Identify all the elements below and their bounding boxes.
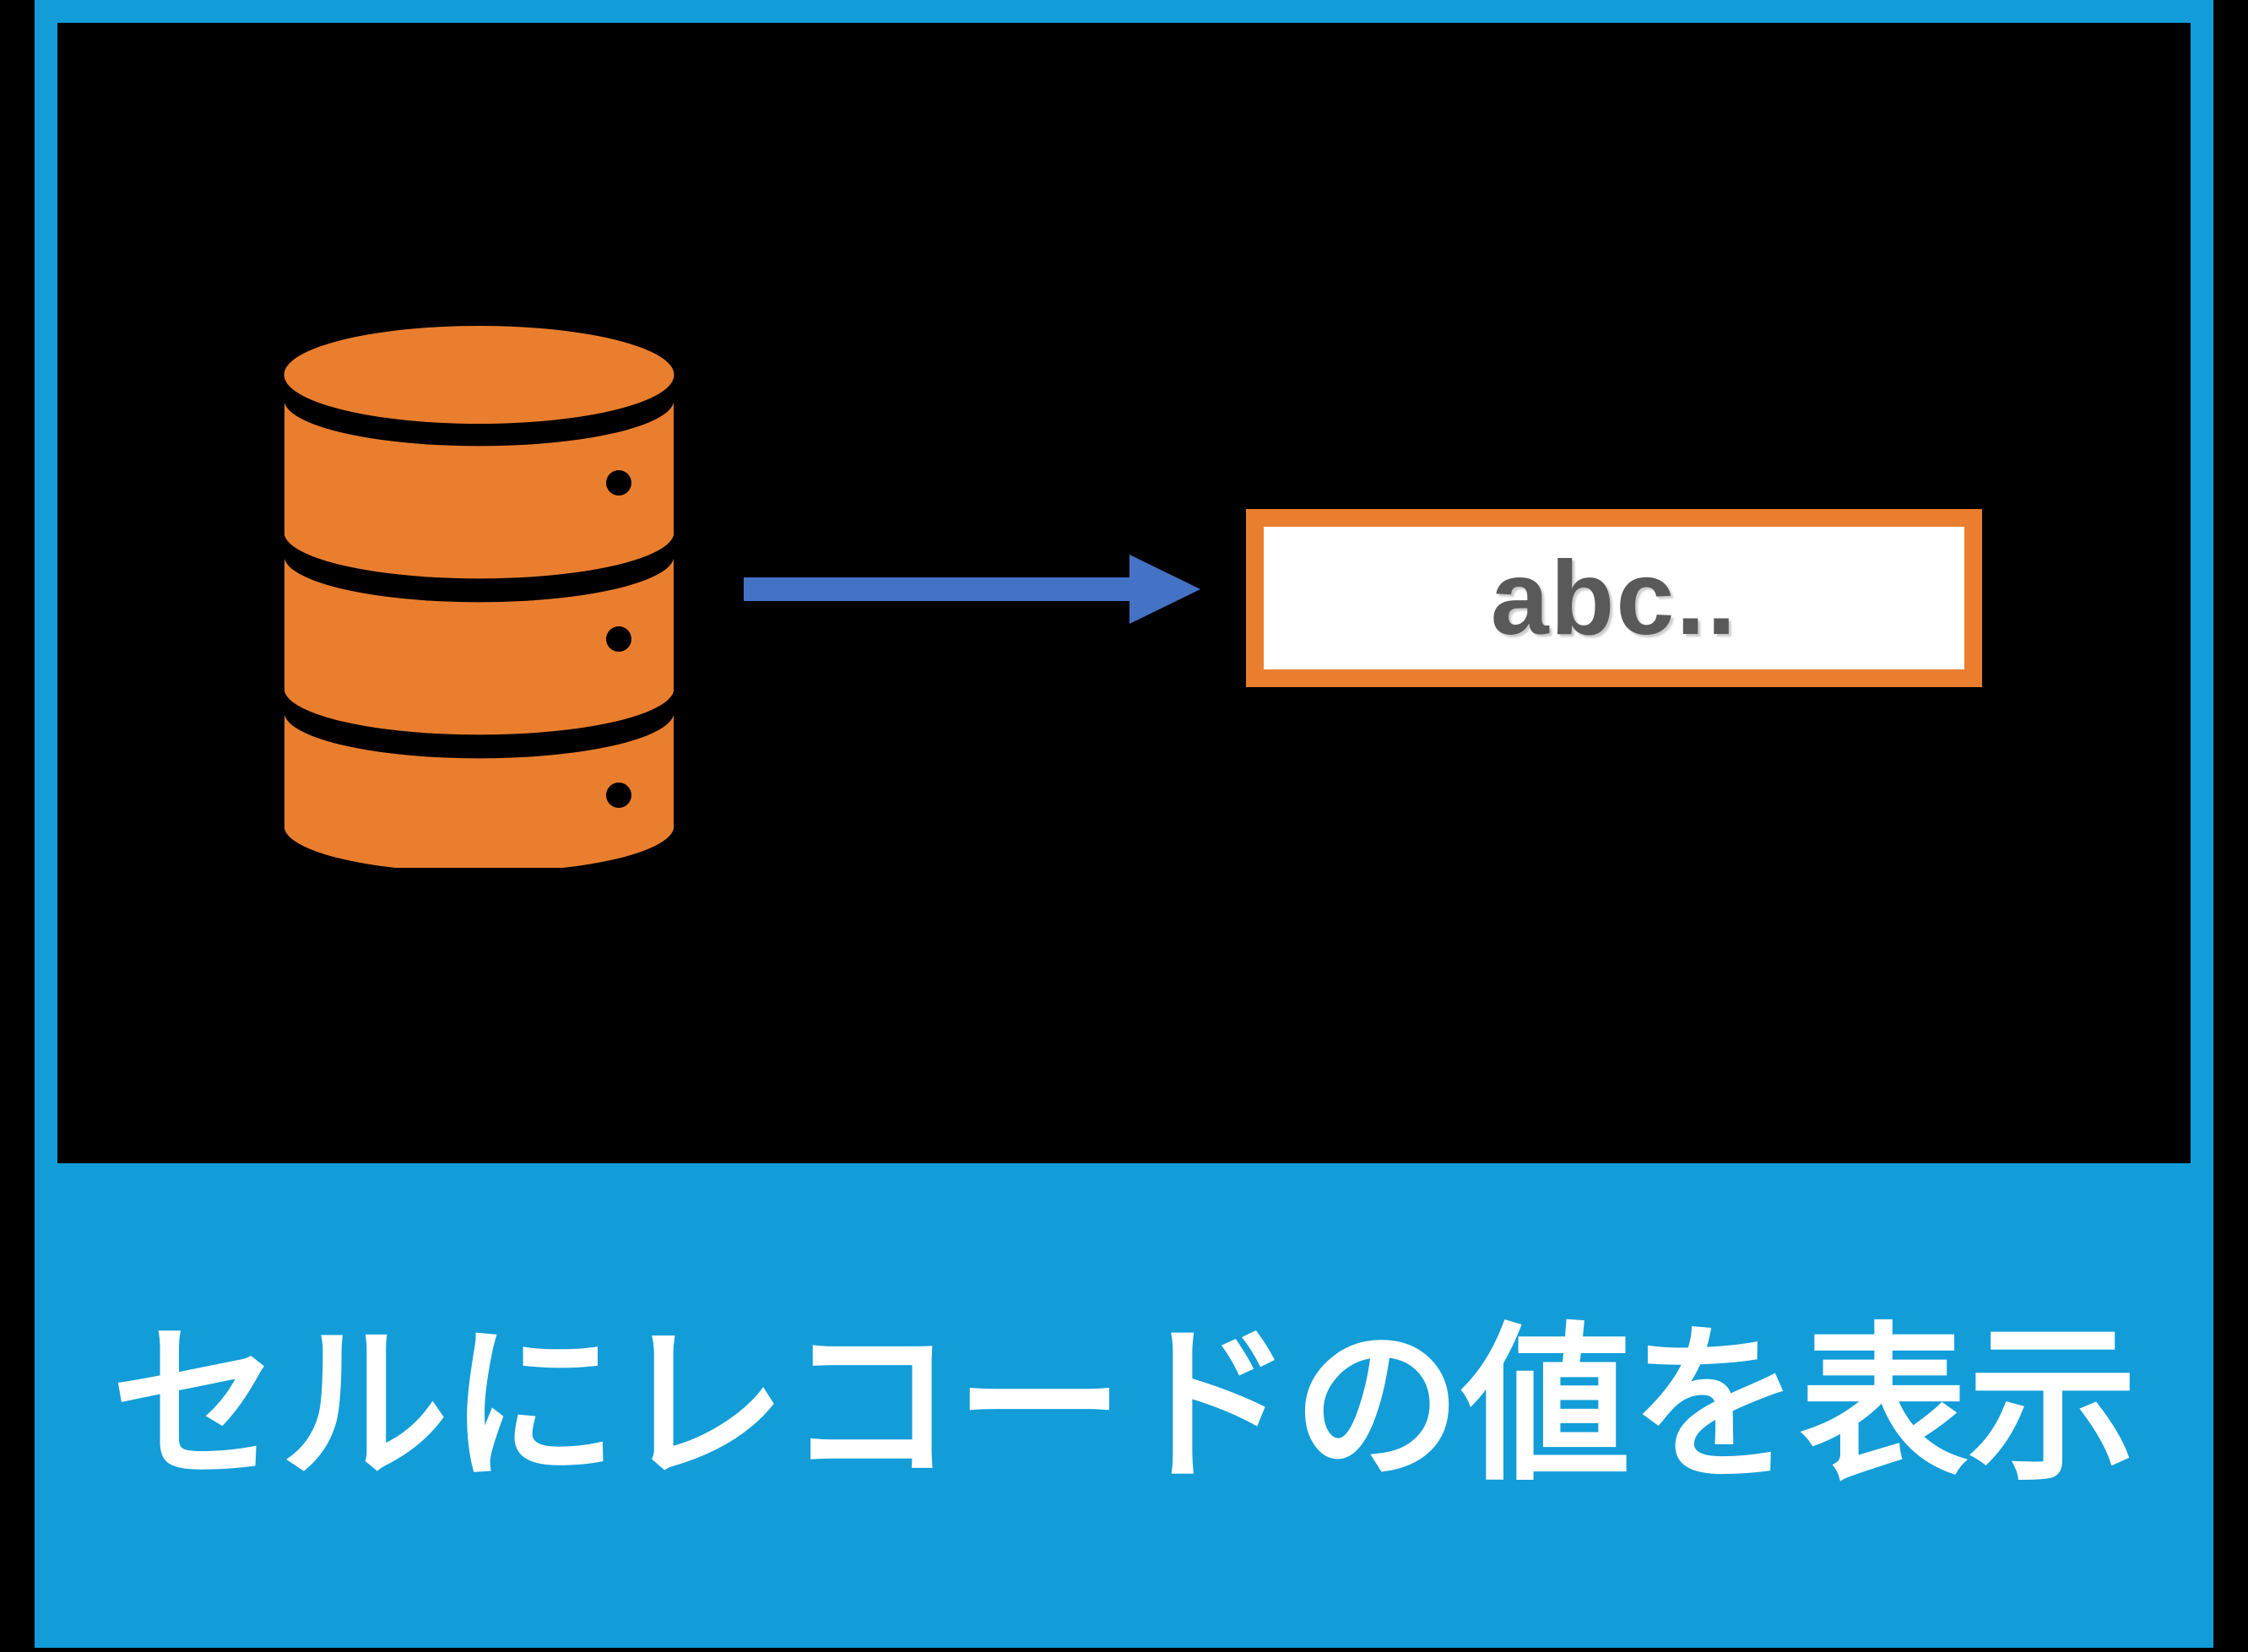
caption-text: セルにレコードの値を表示 — [111, 1306, 2137, 1504]
diagram-area: abc.. — [57, 23, 2191, 1163]
arrow-right-icon — [744, 555, 1200, 624]
cell-value-text: abc.. — [1490, 539, 1738, 657]
caption-band: セルにレコードの値を表示 — [35, 1163, 2213, 1648]
database-icon — [284, 326, 674, 868]
record-value-cell: abc.. — [1246, 509, 1982, 687]
slide: abc.. セルにレコードの値を表示 — [35, 0, 2213, 1648]
